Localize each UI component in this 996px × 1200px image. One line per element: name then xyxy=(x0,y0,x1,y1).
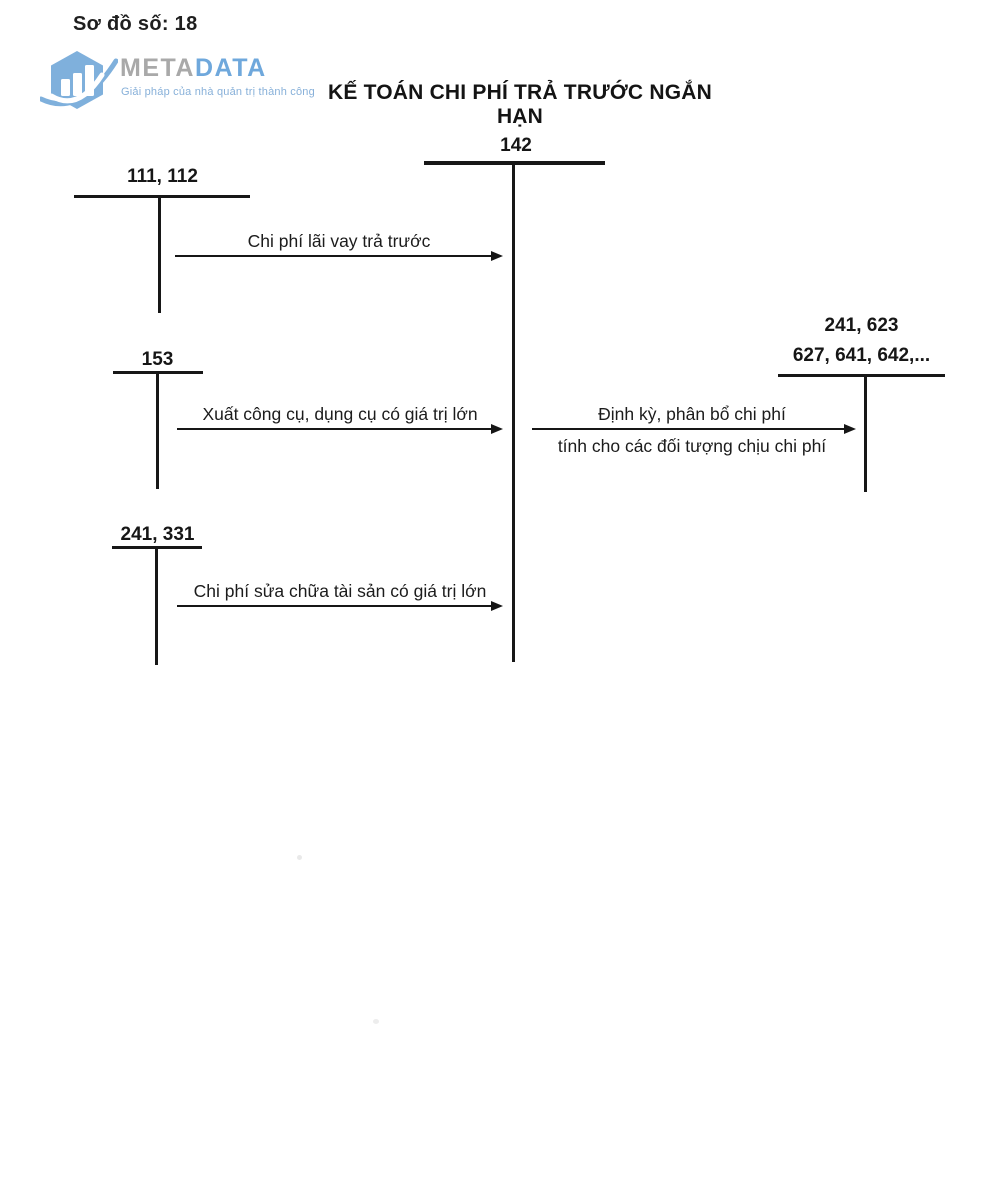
account-bar-241-623 xyxy=(778,374,945,377)
account-stem-241-623 xyxy=(864,374,867,492)
account-stem-153 xyxy=(156,371,159,489)
flow-arrow-153-to-142 xyxy=(177,424,503,434)
diagram-number: Sơ đồ số: 18 xyxy=(73,13,198,35)
logo-tagline: Giải pháp của nhà quản trị thành công xyxy=(121,86,315,98)
metadata-logo: METADATA Giải pháp của nhà quản trị thàn… xyxy=(40,50,315,110)
bar-chart-hexagon-icon xyxy=(40,51,118,109)
flow-label-periodic-allocation-line1: Định kỳ, phân bổ chi phí xyxy=(598,404,786,424)
account-label-241-331: 241, 331 xyxy=(120,524,195,545)
logo-brand-data: DATA xyxy=(194,54,267,82)
flow-label-interest-prepaid: Chi phí lãi vay trả trước xyxy=(247,231,431,251)
flow-label-tools-issued: Xuất công cụ, dụng cụ có giá trị lớn xyxy=(202,404,478,424)
scan-speck xyxy=(373,1019,379,1024)
account-bar-111-112 xyxy=(74,195,250,198)
arrowhead-icon xyxy=(491,601,503,611)
flow-arrow-142-to-241-623 xyxy=(532,424,856,434)
flow-label-repair-costs: Chi phí sửa chữa tài sản có giá trị lớn xyxy=(193,581,487,601)
logo-brand: METADATA xyxy=(120,54,267,83)
account-label-142: 142 xyxy=(500,135,532,156)
arrowhead-icon xyxy=(491,424,503,434)
account-label-627-641-642: 627, 641, 642,... xyxy=(792,345,931,366)
scan-speck xyxy=(297,855,302,860)
account-stem-241-331 xyxy=(155,546,158,665)
account-label-111-112: 111, 112 xyxy=(127,166,198,187)
flow-arrow-241-331-to-142 xyxy=(177,601,503,611)
account-label-241-623: 241, 623 xyxy=(824,315,899,336)
flow-label-periodic-allocation-line2: tính cho các đối tượng chịu chi phí xyxy=(557,436,827,456)
account-stem-111-112 xyxy=(158,195,161,313)
page-title: KẾ TOÁN CHI PHÍ TRẢ TRƯỚC NGẮN HẠN xyxy=(328,81,712,128)
logo-brand-meta: META xyxy=(120,54,195,82)
account-label-153: 153 xyxy=(141,349,174,370)
arrowhead-icon xyxy=(491,251,503,261)
arrowhead-icon xyxy=(844,424,856,434)
flow-arrow-111-112-to-142 xyxy=(175,251,503,261)
account-stem-142 xyxy=(512,161,515,662)
